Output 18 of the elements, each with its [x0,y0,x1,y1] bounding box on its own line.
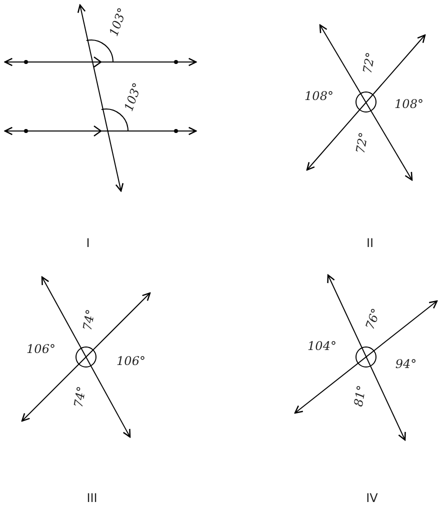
angle-label: 103° [122,81,144,113]
angle-label: 81° [352,384,368,408]
angle-label: 94° [395,358,417,370]
figure-numeral: III [86,492,98,504]
figure-numeral: II [366,237,374,249]
angle-label: 104° [308,340,336,352]
angle-label: 72° [361,51,377,75]
angle-label: 106° [116,355,146,367]
figure-numeral: IV [366,492,378,504]
angle-label: 74° [81,308,97,332]
angle-label: 106° [26,343,56,355]
angle-label: 103° [107,6,129,38]
angle-label: 72° [354,131,370,155]
angle-label: 108° [394,98,424,110]
angle-label: 76° [364,306,382,332]
figure-numeral: I [86,237,90,249]
angle-label: 74° [72,385,88,409]
angle-label: 108° [304,90,334,102]
